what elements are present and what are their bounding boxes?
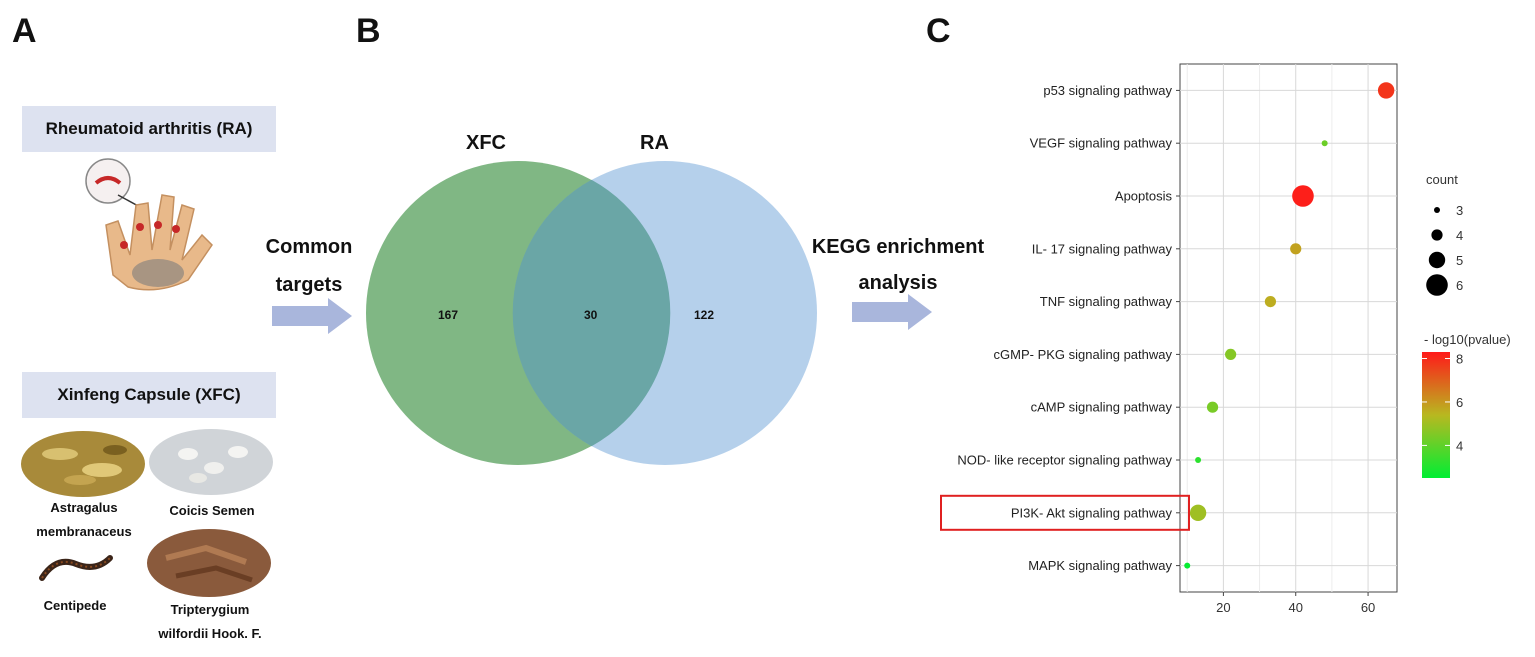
legend-size-dot xyxy=(1426,274,1448,296)
arrow-left xyxy=(272,298,352,334)
venn-overlap: 30 xyxy=(584,308,598,322)
arrow-left-text-2: targets xyxy=(275,274,343,296)
legend-size-label: 5 xyxy=(1456,253,1463,268)
herb-caption-tripterygium-1: Tripterygium xyxy=(170,602,250,617)
y-tick-label: NOD- like receptor signaling pathway xyxy=(957,453,1172,468)
highlight-box xyxy=(940,494,1190,531)
legend-size-dot xyxy=(1428,251,1446,269)
bubble-point xyxy=(1321,140,1328,147)
arrow-right-text-2: analysis xyxy=(858,272,938,294)
y-tick-label: cGMP- PKG signaling pathway xyxy=(994,347,1173,362)
bubble-point xyxy=(1225,348,1237,360)
arrow-left-text-1: Common xyxy=(265,236,353,258)
arrow-right-text-1: KEGG enrichment xyxy=(811,236,985,258)
y-tick-label: p53 signaling pathway xyxy=(1043,83,1172,98)
herb-caption-coicis: Coicis Semen xyxy=(169,503,255,518)
legend-color-label: 4 xyxy=(1456,438,1463,453)
x-tick-label: 60 xyxy=(1361,600,1375,615)
legend-color-label: 8 xyxy=(1456,352,1463,367)
panel-letter-a: A xyxy=(12,12,37,50)
bubble-point xyxy=(1189,504,1207,521)
legend-size-label: 6 xyxy=(1456,278,1463,293)
bubble-point xyxy=(1292,185,1314,207)
panel-letter-c: C xyxy=(926,12,951,50)
y-tick-label: cAMP signaling pathway xyxy=(1031,400,1173,415)
venn-right-only: 122 xyxy=(694,308,715,322)
coicis-image xyxy=(149,429,273,495)
legend-size-label: 3 xyxy=(1456,203,1463,218)
bubble-point xyxy=(1206,401,1219,413)
bubble-point xyxy=(1377,82,1395,99)
plot-area xyxy=(1179,63,1398,593)
panel-letter-b: B xyxy=(356,12,381,50)
y-tick-label: TNF signaling pathway xyxy=(1040,294,1173,309)
venn-right-set-label: RA xyxy=(640,132,669,154)
legend-color-label: 6 xyxy=(1456,395,1463,410)
bubble-point xyxy=(1264,296,1277,308)
astragalus-image xyxy=(21,431,145,497)
centipede-image xyxy=(39,555,113,581)
bubble-point xyxy=(1195,457,1202,463)
legend-size-dot xyxy=(1431,229,1443,241)
y-tick-label: Apoptosis xyxy=(1115,189,1173,204)
legend-size-title: count xyxy=(1426,172,1458,187)
tripterygium-image xyxy=(147,529,271,597)
hand-illustration xyxy=(85,158,213,291)
y-tick-label: IL- 17 signaling pathway xyxy=(1032,241,1173,256)
bubble-point xyxy=(1184,562,1191,569)
disease-label: Rheumatoid arthritis (RA) xyxy=(22,106,276,152)
herb-caption-astragalus-2: membranaceus xyxy=(36,524,132,539)
y-tick-label: PI3K- Akt signaling pathway xyxy=(1011,505,1173,520)
herb-caption-astragalus-1: Astragalus xyxy=(50,500,118,515)
legend-size-dot xyxy=(1434,207,1440,213)
venn-left-only: 167 xyxy=(438,308,459,322)
legend-color-title: - log10(pvalue) xyxy=(1424,332,1511,347)
y-tick-label: MAPK signaling pathway xyxy=(1028,558,1172,573)
formula-label: Xinfeng Capsule (XFC) xyxy=(22,372,276,418)
bubble-point xyxy=(1290,243,1302,255)
x-tick-label: 40 xyxy=(1288,600,1302,615)
herb-caption-tripterygium-2: wilfordii Hook. F. xyxy=(158,626,262,641)
venn-diagram xyxy=(366,161,817,465)
arrow-right xyxy=(852,294,932,330)
herb-caption-centipede: Centipede xyxy=(43,598,107,613)
legend-color-bar xyxy=(1422,352,1450,478)
legend-size-label: 4 xyxy=(1456,228,1463,243)
venn-left-set-label: XFC xyxy=(466,132,506,154)
y-tick-label: VEGF signaling pathway xyxy=(1030,136,1173,151)
x-tick-label: 20 xyxy=(1216,600,1230,615)
